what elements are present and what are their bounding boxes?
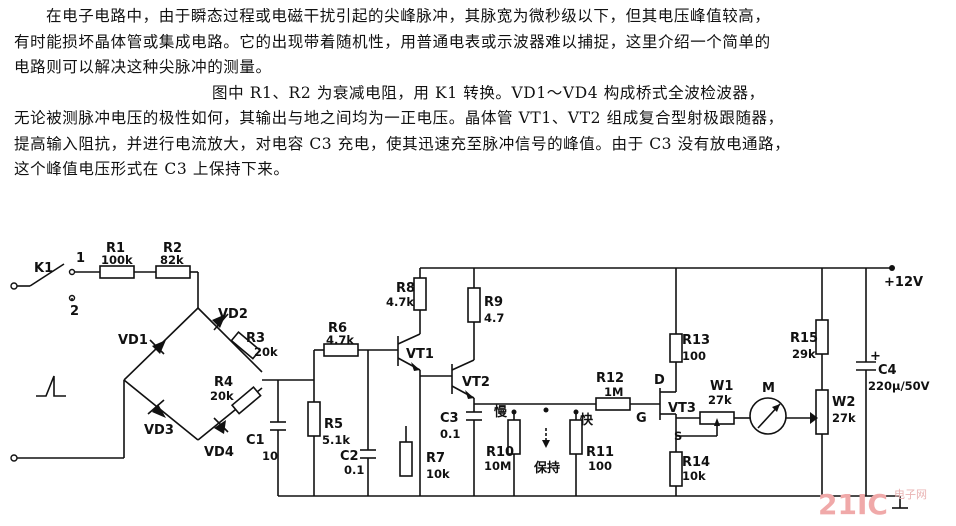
r13-value: 100 <box>682 349 706 363</box>
c3-value: 0.1 <box>440 427 460 441</box>
r12-value: 1M <box>604 385 623 399</box>
resistor-r14 <box>669 451 683 487</box>
r11-value: 100 <box>588 459 612 473</box>
vt1-label: VT1 <box>406 347 434 362</box>
diode-vd3 <box>152 404 166 418</box>
potentiometer-w2 <box>815 389 829 435</box>
r13-label: R13 <box>682 333 710 348</box>
watermark-cn-text: 电子网 <box>894 488 927 501</box>
r2-value: 82k <box>160 253 184 267</box>
transistor-vt2: VT2 <box>451 359 490 399</box>
r14-value: 10k <box>682 469 706 483</box>
vt2-label: VT2 <box>462 375 490 390</box>
diode-vd2 <box>212 314 226 328</box>
r8-label: R8 <box>396 281 415 296</box>
w1-label: W1 <box>710 379 733 394</box>
r15-label: R15 <box>790 331 818 346</box>
c4-plus: + <box>870 349 881 364</box>
pulse-symbol <box>36 375 66 397</box>
resistor-r2 <box>155 265 191 279</box>
fast-label: 快 <box>580 412 594 428</box>
r3-label: R3 <box>246 331 265 346</box>
paragraph-line: 图中 R1、R2 为衰减电阻，用 K1 转换。VD1～VD4 构成桥式全波检波器… <box>212 83 765 102</box>
resistor-r3 <box>230 331 262 360</box>
c1-value: 10 <box>262 449 278 463</box>
hold-label: 保持 <box>533 460 560 476</box>
resistor-r9 <box>467 287 481 323</box>
resistor-r13 <box>669 333 683 363</box>
r15-value: 29k <box>792 347 816 361</box>
resistor-r7 <box>399 441 413 477</box>
k1-label: K1 <box>34 261 53 276</box>
c1-label: C1 <box>246 433 265 448</box>
bridge-rectifier: VD1 VD2 VD3 VD4 <box>118 307 263 460</box>
paragraph-line: 在电子电路中，由于瞬态过程或电磁干扰引起的尖峰脉冲，其脉宽为微秒级以下，但其电压… <box>46 7 771 25</box>
r11-label: R11 <box>586 445 614 460</box>
vd3-label: VD3 <box>144 423 174 438</box>
r7-label: R7 <box>426 451 445 466</box>
vd2-label: VD2 <box>218 307 248 322</box>
r4-value: 20k <box>210 389 234 403</box>
paragraph-line: 无论被测脉冲电压的极性如何，其输出与地之间均为一正电压。晶体管 VT1、VT2 … <box>14 109 784 127</box>
w2-label: W2 <box>832 395 855 410</box>
r2-label: R2 <box>163 241 182 256</box>
transistor-vt3: D G VT3 S <box>636 373 696 443</box>
transistor-vt1: VT1 <box>397 333 434 371</box>
c4-value: 220μ/50V <box>868 379 930 393</box>
w1-value: 27k <box>708 393 732 407</box>
r8-value: 4.7k <box>386 295 414 309</box>
c2-value: 0.1 <box>344 463 364 477</box>
diode-vd1 <box>152 340 166 354</box>
vt3-gate-label: G <box>636 411 647 426</box>
r12-label: R12 <box>596 371 624 386</box>
resistor-r8 <box>413 277 427 311</box>
paragraph-line: 这个峰值电压形式在 C3 上保持下来。 <box>14 160 290 178</box>
resistor-r1 <box>99 265 135 279</box>
resistor-r5 <box>307 401 321 437</box>
r1-label: R1 <box>106 241 125 256</box>
vt3-label: VT3 <box>668 401 696 416</box>
watermark-logo: 21IC 电子网 <box>818 488 927 521</box>
supply-label: +12V <box>884 275 923 290</box>
w2-value: 27k <box>832 411 856 425</box>
r10-value: 10M <box>484 459 511 473</box>
watermark-logo-text: 21IC <box>818 488 888 521</box>
r9-label: R9 <box>484 295 503 310</box>
vt3-drain-label: D <box>654 373 665 388</box>
paragraph-line: 电路则可以解决这种尖脉冲的测量。 <box>14 58 272 76</box>
r6-label: R6 <box>328 321 347 336</box>
meter-label: M <box>762 381 775 396</box>
r5-value: 5.1k <box>322 433 350 447</box>
vd4-label: VD4 <box>204 445 234 460</box>
slow-label: 慢 <box>494 404 508 420</box>
r1-value: 100k <box>101 253 133 267</box>
article-text: 在电子电路中，由于瞬态过程或电磁干扰引起的尖峰脉冲，其脉宽为微秒级以下，但其电压… <box>14 4 944 183</box>
diode-vd4 <box>214 420 226 434</box>
resistor-r12 <box>595 397 631 411</box>
k1-pos1-label: 1 <box>76 251 85 266</box>
r14-label: R14 <box>682 455 710 470</box>
r5-label: R5 <box>324 417 343 432</box>
c2-label: C2 <box>340 449 359 464</box>
resistor-r4 <box>230 386 262 415</box>
paragraph-line: 提高输入阻抗，并进行电流放大，对电容 C3 充电，使其迅速充至脉冲信号的峰值。由… <box>14 134 791 153</box>
r6-value: 4.7k <box>326 333 354 347</box>
r7-value: 10k <box>426 467 450 481</box>
r10-label: R10 <box>486 445 514 460</box>
c4-label: C4 <box>878 363 897 378</box>
switch-k1: K1 1 2 <box>10 251 85 319</box>
paragraph-line: 有时能损坏晶体管或集成电路。它的出现带着随机性，用普通电表或示波器难以捕捉，这里… <box>14 32 771 51</box>
k1-pos2-label: 2 <box>70 304 79 319</box>
vd1-label: VD1 <box>118 333 148 348</box>
c3-label: C3 <box>440 411 459 426</box>
r9-value: 4.7 <box>484 311 504 325</box>
r3-value: 20k <box>254 345 278 359</box>
r4-label: R4 <box>214 375 233 390</box>
